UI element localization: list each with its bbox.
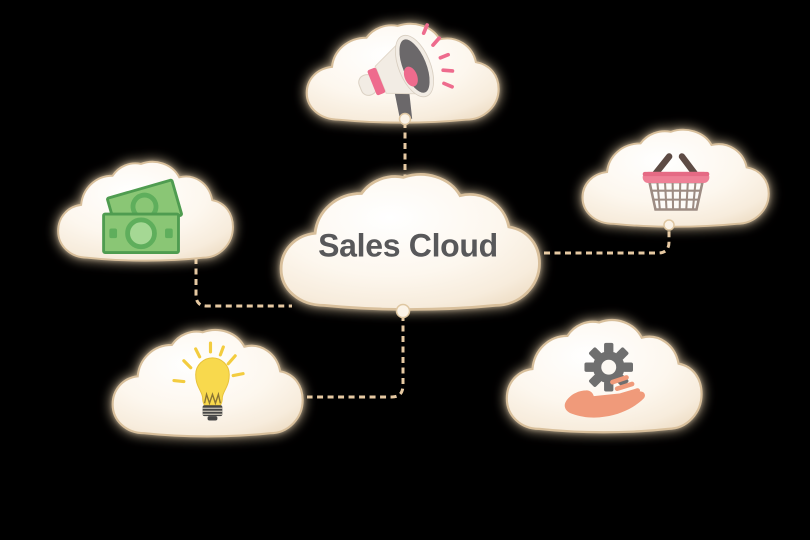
hand-icon [564,375,645,418]
shopping-basket-icon [642,153,710,211]
connector-left [194,258,292,308]
page-title: Sales Cloud [318,227,498,264]
cloud-shopping [576,128,772,230]
megaphone-icon [358,23,455,120]
lightbulb-icon [172,341,245,421]
money-bills-icon [102,178,184,255]
cloud-money [52,160,236,264]
cloud-service [500,318,705,436]
hand-gear-icon [564,343,645,418]
connector-bottom-left [307,315,405,399]
cloud-central: Sales Cloud [272,172,544,314]
cloud-marketing [300,22,502,126]
connector-right [544,228,671,255]
cloud-idea [106,328,306,440]
